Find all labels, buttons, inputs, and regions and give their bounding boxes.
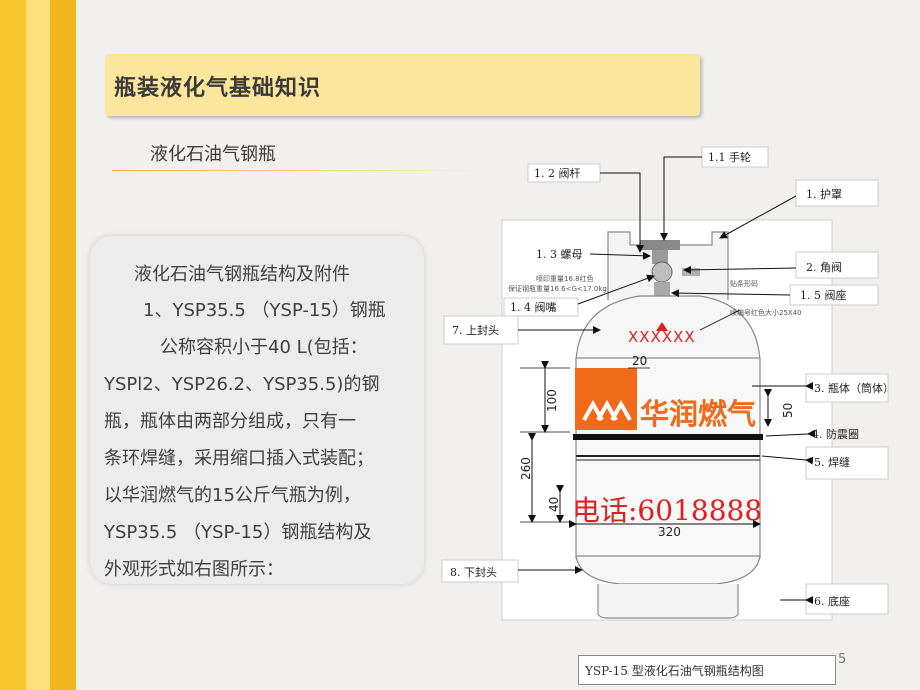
leader-shock-ring <box>765 429 816 438</box>
leader-handwheel <box>660 156 702 241</box>
dim-50: 50 <box>781 403 795 418</box>
dim-100: 100 <box>545 389 559 412</box>
page-number: 5 <box>838 652 847 667</box>
label-handwheel: 1.1 手轮 <box>708 150 751 164</box>
label-lower-head: 8. 下封头 <box>450 565 497 579</box>
title-bar <box>105 54 700 116</box>
body-line: 公称容积小于40 L(包括： <box>160 337 368 358</box>
leader-valve-stem <box>600 172 644 253</box>
handwheel <box>640 240 680 250</box>
label-nut: 1. 3 螺母 <box>536 248 583 261</box>
body-text-box <box>90 236 424 584</box>
leader-weld <box>761 455 814 465</box>
brand-name: 华润燃气 <box>640 397 756 431</box>
angle-valve <box>651 261 673 283</box>
subtitle-underline <box>112 170 487 171</box>
label-box-base <box>805 583 889 615</box>
dim-40: 40 <box>547 497 561 512</box>
leader-guard <box>719 195 797 239</box>
phone-number: 电话:6018888 <box>572 494 762 527</box>
body-line: 1、YSP35.5 （YSP-15）钢瓶 <box>143 300 386 321</box>
label-angle-valve: 2. 角阀 <box>806 260 842 274</box>
dim-20: 20 <box>632 354 647 368</box>
brand-logo-mark <box>582 399 632 421</box>
slide-title: 瓶装液化气基础知识 <box>114 76 322 101</box>
label-valve-stem: 1. 2 阀杆 <box>534 166 581 180</box>
spray-code-note: 喷编号红色大小25X40 <box>730 308 802 317</box>
left-stripe-1 <box>0 0 26 690</box>
valve-nut <box>652 250 668 264</box>
body-line: YSPl2、YSP26.2、YSP35.5)的钢 <box>104 374 380 395</box>
guarantee-note: 保证钢瓶重量16.6<G<17.0kg <box>508 284 607 293</box>
label-weld: 5. 焊缝 <box>814 455 850 469</box>
label-nozzle: 1. 4 阀嘴 <box>510 300 557 314</box>
label-upper-head: 7. 上封头 <box>452 323 499 337</box>
spray-weight-note: 喷印重量16.8红色 <box>536 274 594 283</box>
label-guard: 1. 护罩 <box>806 187 842 201</box>
left-stripe-3 <box>50 0 76 690</box>
figure-caption: YSP-15 型液化石油气钢瓶结构图 <box>578 655 836 685</box>
label-body: 3. 瓶体（筒体） <box>814 381 894 395</box>
label-base: 6. 底座 <box>814 594 850 608</box>
label-shock-ring: 4. 防震圈 <box>812 427 859 441</box>
leader-angle-valve <box>683 265 797 274</box>
triangle-mark <box>656 322 668 331</box>
leader-nozzle <box>577 274 655 305</box>
leader-valve-seat <box>671 289 791 298</box>
label-box-angle-valve <box>795 251 879 279</box>
leader-upper-head-2 <box>699 309 741 331</box>
body-line: 条环焊缝，采用缩口插入式装配； <box>104 448 374 469</box>
lower-head <box>575 555 761 585</box>
upper-head <box>575 295 761 361</box>
label-box-nozzle <box>503 297 579 317</box>
leader-nut <box>589 251 651 260</box>
label-box-body <box>805 373 889 403</box>
body-line: 瓶，瓶体由两部分组成，只有一 <box>104 411 356 432</box>
body-line: 液化石油气钢瓶结构及附件 <box>134 264 350 285</box>
body-line: YSP35.5 （YSP-15）钢瓶结构及 <box>104 522 372 543</box>
dim-260: 260 <box>519 457 533 480</box>
base-ring <box>597 584 739 619</box>
label-valve-seat: 1. 5 阀座 <box>800 288 847 302</box>
brand-logo-block <box>575 368 637 430</box>
body-line: 以华润燃气的15公斤气瓶为例， <box>104 485 361 506</box>
valve-nozzle <box>682 268 700 276</box>
xxxxxx-marks: XXXXXX <box>628 328 696 346</box>
shock-ring <box>573 434 763 440</box>
body-line: 外观形式如右图所示： <box>104 559 284 580</box>
label-box-lower-head <box>441 559 519 583</box>
left-stripe-2 <box>26 0 50 690</box>
cylinder-diagram: XXXXXX 华润燃气 电话:6018888 100 260 40 320 20… <box>441 146 894 621</box>
dim-320: 320 <box>658 525 681 539</box>
label-box-guard <box>795 179 879 207</box>
barcode-note: 贴条形码 <box>730 279 758 288</box>
slide-subtitle: 液化石油气钢瓶 <box>150 144 276 165</box>
